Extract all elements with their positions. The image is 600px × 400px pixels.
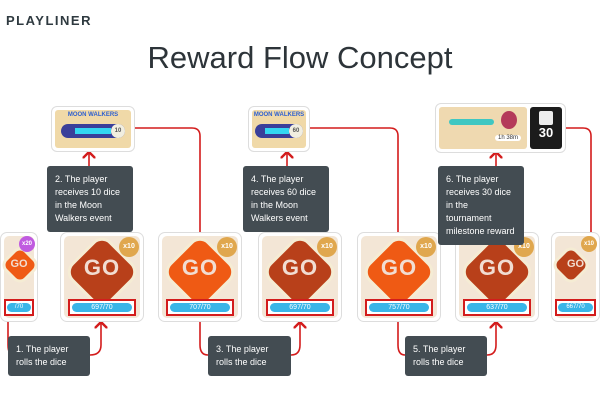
dice-multiplier-badge: x10	[416, 237, 436, 257]
reward-badge: 60	[289, 124, 303, 138]
arrow-5	[135, 127, 200, 305]
dice-reward: 30	[530, 107, 562, 149]
reward-badge: 10	[111, 124, 125, 138]
dice-counter-highlight: 697/70	[68, 299, 136, 316]
dice-multiplier-badge: x20	[19, 236, 35, 252]
dice-counter-highlight: 707/70	[166, 299, 234, 316]
step-3-caption: 3. The player rolls the dice	[208, 336, 291, 376]
step-2-caption: 2. The player receives 10 dice in the Mo…	[47, 166, 133, 232]
timer: 1h 38m	[495, 135, 522, 141]
board-screen-2: GO x10 697/70	[60, 232, 144, 322]
go-label: GO	[83, 255, 121, 280]
arrow-10	[310, 127, 398, 300]
brand-logo: PLAYLINER	[6, 13, 92, 28]
step-6-caption: 6. The player receives 30 dice in the to…	[438, 166, 524, 245]
dice-counter-highlight: /70	[4, 299, 34, 316]
dice-multiplier-badge: x10	[217, 237, 237, 257]
board-screen-6: GO x10 637/70	[455, 232, 539, 322]
dice-counter: 667/70	[558, 303, 593, 312]
dice-counter-highlight: 637/70	[463, 299, 531, 316]
go-label: GO	[380, 255, 418, 280]
milestone-icon	[501, 111, 517, 129]
board-screen-3: GO x10 707/70	[158, 232, 242, 322]
go-label: GO	[566, 258, 585, 270]
go-label: GO	[281, 255, 319, 280]
board-screen-1: GO x20 /70	[0, 232, 38, 322]
dice-counter: 697/70	[270, 303, 330, 312]
step-5-caption: 5. The player rolls the dice	[405, 336, 487, 376]
board-screen-4: GO x10 697/70	[258, 232, 342, 322]
dice-counter-highlight: 697/70	[266, 299, 334, 316]
go-label: GO	[181, 255, 219, 280]
step-1-caption: 1. The player rolls the dice	[8, 336, 90, 376]
arrow-6	[199, 322, 209, 356]
dice-counter-highlight: 667/70	[555, 299, 596, 316]
arrow-2	[89, 322, 101, 356]
arrow-7	[290, 322, 300, 356]
step-4-caption: 4. The player receives 60 dice in the Mo…	[243, 166, 329, 232]
arrow-11	[397, 322, 406, 356]
arrow-12	[486, 322, 496, 356]
go-label: GO	[478, 255, 516, 280]
go-label: GO	[10, 258, 28, 270]
dice-counter: 707/70	[170, 303, 230, 312]
tournament-milestone-reward: 1h 38m 30	[435, 103, 566, 153]
dice-multiplier-badge: x10	[317, 237, 337, 257]
dice-multiplier-badge: x10	[119, 237, 139, 257]
dice-icon	[539, 111, 553, 125]
board-screen-5: GO x10 757/70	[357, 232, 441, 322]
dice-counter: 757/70	[369, 303, 429, 312]
page-title: Reward Flow Concept	[147, 40, 453, 75]
board-screen-7: GO x10 667/70	[551, 232, 600, 322]
arrow-15	[566, 127, 591, 300]
dice-multiplier-badge: x10	[581, 236, 597, 252]
dice-counter: /70	[7, 303, 31, 312]
dice-counter-highlight: 757/70	[365, 299, 433, 316]
dice-counter: 637/70	[467, 303, 527, 312]
dice-counter: 697/70	[72, 303, 132, 312]
